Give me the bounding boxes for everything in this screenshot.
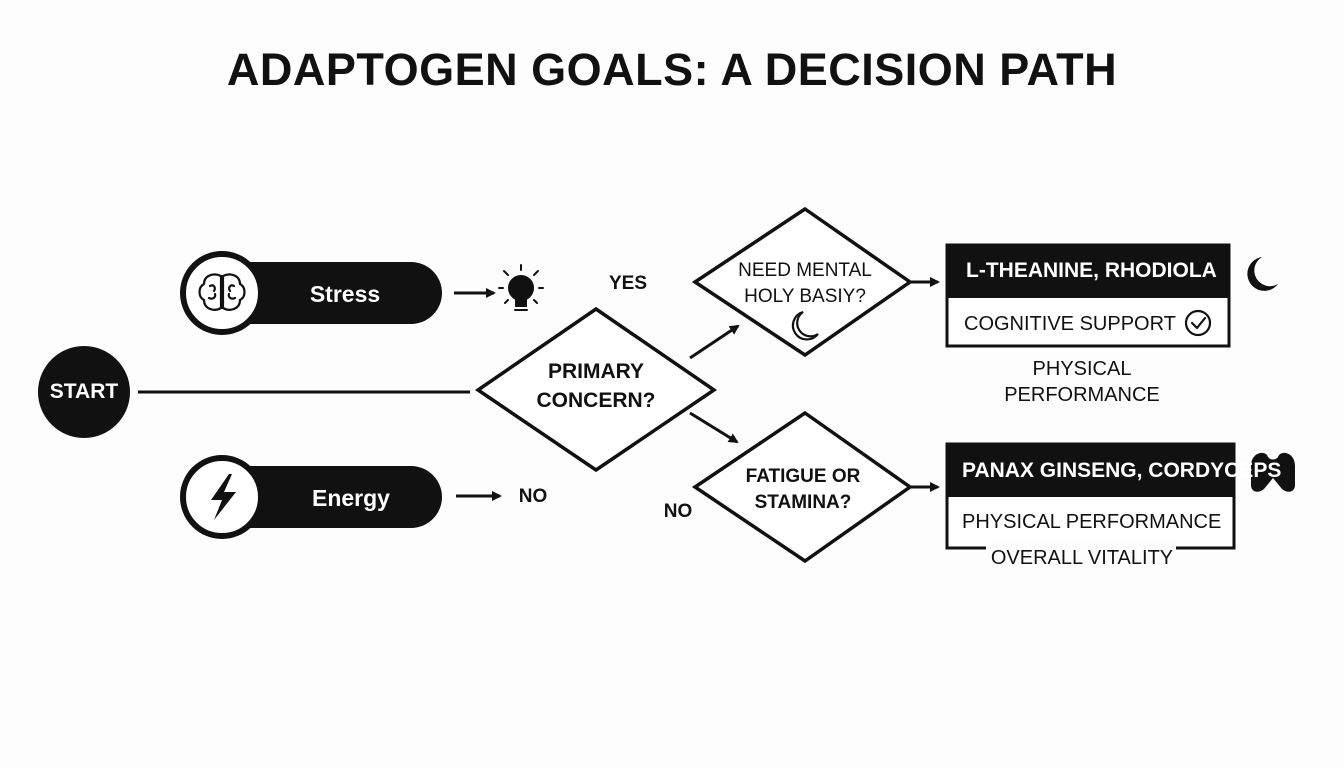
diagram-title: ADAPTOGEN GOALS: A DECISION PATH [226,44,1118,95]
fatigue-diamond [691,410,914,564]
fatigue-question-text: FATIGUE OR STAMINA? [708,464,898,516]
start-label: START [49,380,119,403]
mental-diamond [691,206,914,358]
stress-node [180,251,442,335]
arrow-to-mental [689,324,740,360]
primary-line-1: PRIMARY [547,360,645,383]
lightbulb-icon [498,264,544,311]
no-label-fatigue: NO [663,501,693,522]
mental-question-text: NEED MENTAL HOLY BASIY? [700,258,910,310]
physical-outcome-note: OVERALL VITALITY [990,547,1174,569]
arrow-to-fatigue [689,411,739,444]
mental-outcome-box [945,243,1231,348]
muscle-icon [1251,452,1295,492]
primary-line-2: CONCERN? [536,389,656,412]
fatigue-line-2: STAMINA? [754,492,852,513]
no-label-energy: NO [518,486,548,507]
mental-note-line-2: PERFORMANCE [1004,384,1160,406]
brain-icon [198,273,246,311]
stress-label: Stress [309,281,381,307]
moon-icon [1247,257,1278,291]
energy-node [180,455,442,539]
check-circle-icon [1184,309,1212,337]
mental-outcome-header: L-THEANINE, RHODIOLA [966,259,1217,282]
mental-outcome-note: PHYSICAL PERFORMANCE [972,356,1192,408]
physical-outcome-box [945,442,1236,555]
physical-outcome-sub: PHYSICAL PERFORMANCE [962,511,1222,533]
moon-icon [791,310,819,341]
physical-outcome-header: PANAX GINSENG, CORDYCEPS [962,459,1282,482]
mental-note-line-1: PHYSICAL [1032,358,1132,380]
mental-line-2: HOLY BASIY? [744,286,866,307]
primary-concern-text: PRIMARY CONCERN? [496,357,696,415]
energy-label: Energy [312,485,390,511]
fatigue-line-1: FATIGUE OR [745,466,861,487]
start-node [38,346,130,438]
lightning-icon [211,474,236,520]
mental-outcome-sub: COGNITIVE SUPPORT [964,313,1176,335]
yes-label: YES [608,273,648,294]
primary-concern-diamond [474,306,718,473]
mental-line-1: NEED MENTAL [738,260,872,281]
